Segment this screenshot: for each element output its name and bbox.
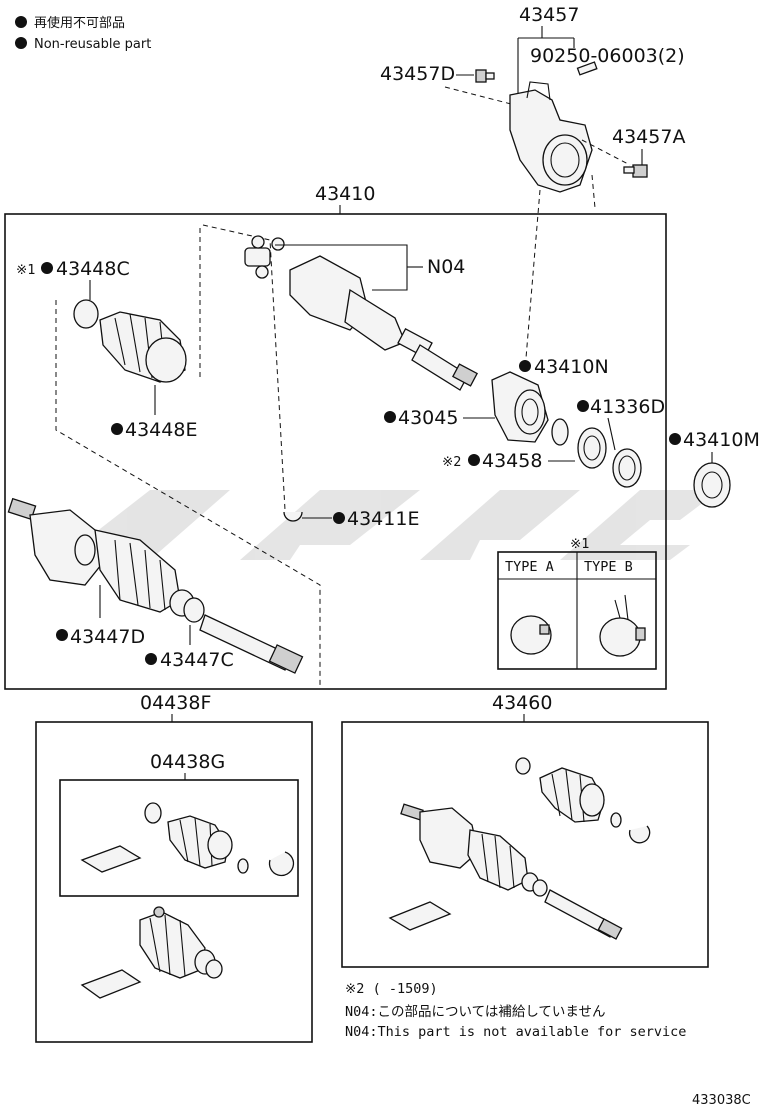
- part-label-43457D: 43457D: [380, 63, 455, 85]
- boot-kit-04438G-parts: [80, 802, 295, 877]
- seal-part-43458: [577, 427, 607, 469]
- part-label-43458: 43458: [482, 450, 542, 472]
- boot-kit-04438F-parts: [80, 906, 223, 999]
- clamp-type-b-part: [599, 617, 641, 657]
- part-label-90250: 90250-06003(2): [530, 45, 685, 67]
- bullet-icon: [15, 37, 27, 49]
- bullet-icon: [333, 512, 345, 524]
- bullet-icon: [145, 653, 157, 665]
- diagram-code: 433038C: [692, 1093, 751, 1108]
- driveshaft-assembly: N04 43410N 43045 41336D ※2: [7, 189, 665, 685]
- part-label-43457: 43457: [519, 4, 579, 26]
- note-mark-43458: ※2: [442, 454, 461, 470]
- part-label-43045: 43045: [398, 407, 458, 429]
- type-table-mark: ※1: [570, 536, 589, 552]
- part-label-43448E: 43448E: [125, 419, 197, 441]
- kit-box-04438G: [59, 779, 299, 897]
- assembly-box-43410: [4, 213, 667, 690]
- bearing-part-43410N: [491, 371, 549, 443]
- kit-box-04438F: [35, 721, 313, 1043]
- tripod-part: [244, 235, 285, 279]
- bullet-icon: [111, 423, 123, 435]
- pin-part: [576, 61, 598, 76]
- outboard-shaft-part: [7, 497, 304, 674]
- seal-part-41336D: [612, 448, 642, 488]
- part-label-43410M: 43410M: [683, 429, 760, 451]
- bullet-icon: [468, 454, 480, 466]
- note-mark-43448C: ※1: [16, 262, 35, 278]
- type-b-label: TYPE B: [584, 559, 633, 575]
- legend: 再使用不可部品 Non-reusable part: [15, 15, 151, 52]
- clamp-part-43448C: [73, 299, 99, 329]
- bolt-part-43457D: [475, 69, 495, 83]
- note-n04-en: N04:This part is not available for servi…: [345, 1024, 686, 1040]
- legend-reuse-en: Non-reusable part: [34, 37, 151, 52]
- snap-ring-part-43411E: [283, 511, 303, 522]
- bracket-part-43457: [509, 81, 593, 193]
- type-a-label: TYPE A: [505, 559, 554, 575]
- part-label-43410: 43410: [315, 183, 375, 205]
- note-mark-2: ※2 ( -1509): [345, 981, 438, 997]
- inboard-joint-part: [289, 255, 478, 391]
- bullet-icon: [384, 411, 396, 423]
- part-label-43460: 43460: [492, 692, 552, 714]
- bullet-icon: [669, 433, 681, 445]
- bullet-icon: [15, 16, 27, 28]
- note-n04-jp: N04:この部品については補給していません: [345, 1004, 606, 1020]
- legend-reuse-jp: 再使用不可部品: [34, 15, 125, 31]
- bullet-icon: [41, 262, 53, 274]
- clamp-type-a-part: [510, 615, 552, 655]
- snap-ring-part: [551, 418, 569, 446]
- bullet-icon: [519, 360, 531, 372]
- shaft-kit-43460-parts: [388, 757, 651, 940]
- boot-part-43448E: [99, 311, 187, 383]
- part-label-43411E: 43411E: [347, 508, 419, 530]
- part-label-04438G: 04438G: [150, 751, 225, 773]
- grease-pack-part: [388, 901, 452, 931]
- bullet-icon: [577, 400, 589, 412]
- bullet-icon: [56, 629, 68, 641]
- part-label-N04: N04: [427, 256, 465, 278]
- grease-pack-part: [80, 969, 142, 999]
- part-label-43410N: 43410N: [534, 356, 609, 378]
- grease-pack-part: [80, 845, 142, 873]
- part-label-43457A: 43457A: [612, 126, 685, 148]
- bearing-bracket-assembly: 43457 90250-06003(2) 43457D 43457A: [380, 4, 685, 209]
- bolt-part-43457A: [623, 164, 648, 178]
- part-label-43448C: 43448C: [56, 258, 130, 280]
- part-label-43447C: 43447C: [160, 649, 234, 671]
- part-label-41336D: 41336D: [590, 396, 665, 418]
- part-label-04438F: 04438F: [140, 692, 211, 714]
- part-label-43447D: 43447D: [70, 626, 145, 648]
- kit-box-43460: [341, 721, 709, 968]
- seal-part-43410M: [693, 462, 731, 508]
